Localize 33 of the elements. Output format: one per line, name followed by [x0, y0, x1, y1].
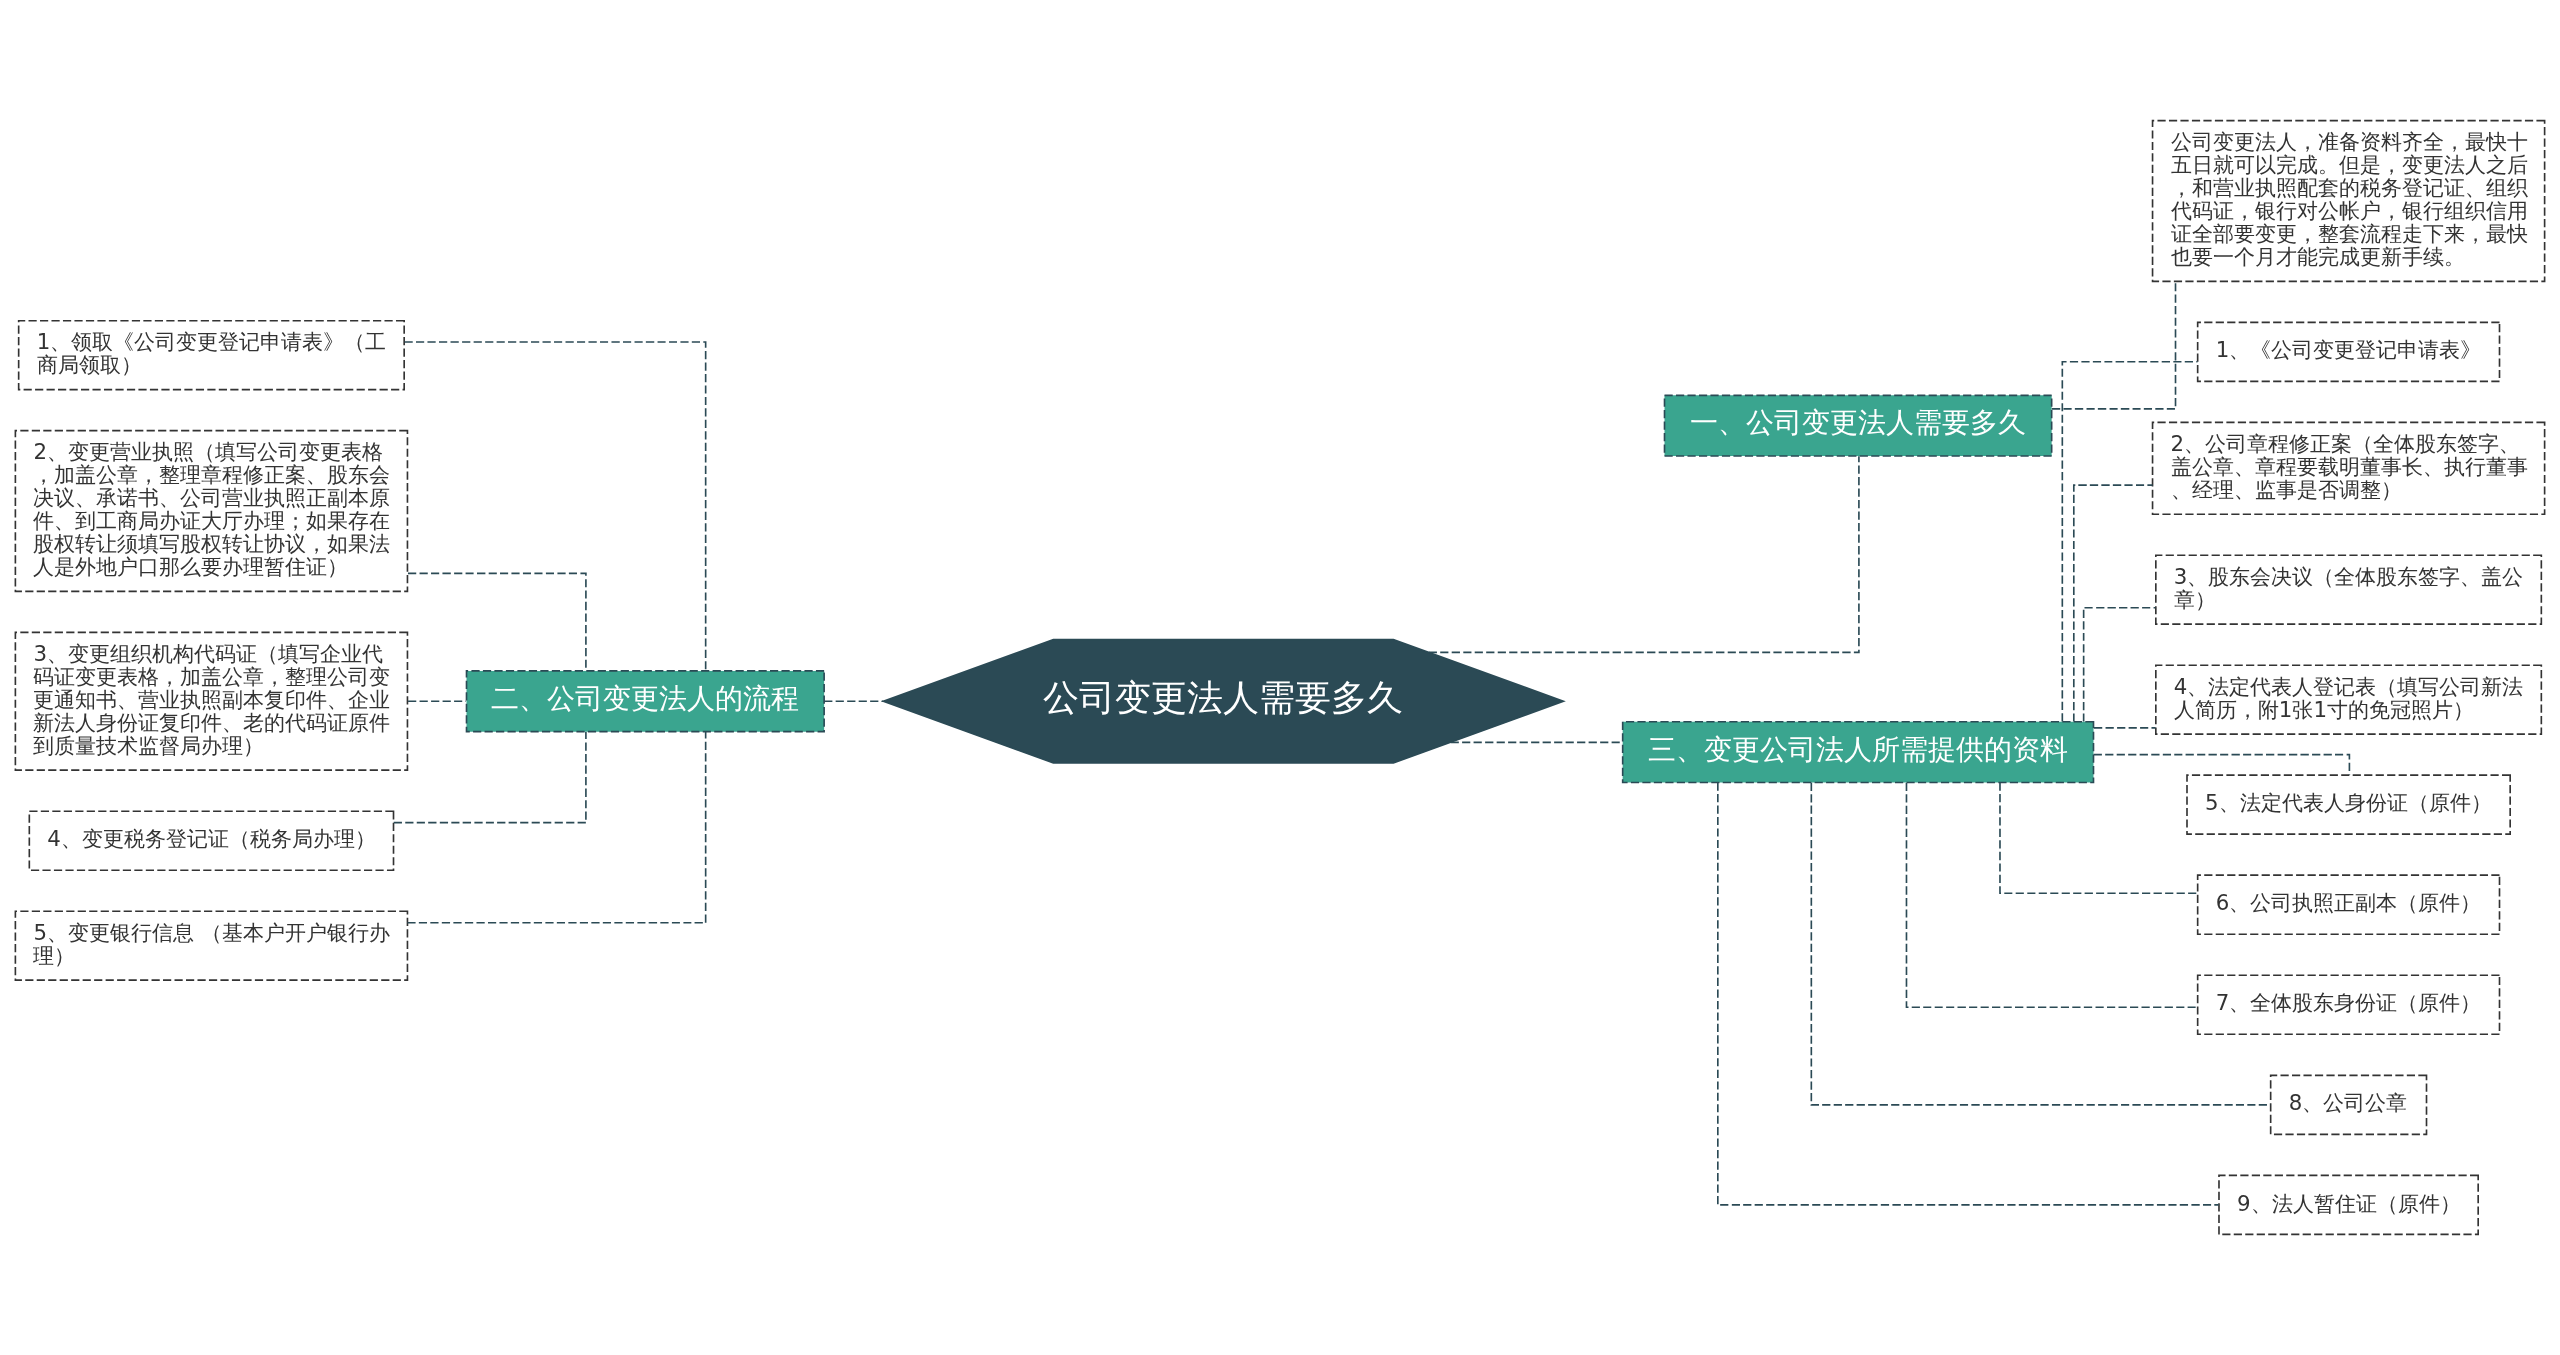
connector [406, 731, 707, 924]
connector [392, 731, 587, 824]
node-box: 4、法定代表人登记表（填写公司新法人简历，附1张1寸的免冠照片） [2155, 664, 2543, 735]
connector [1449, 741, 1623, 744]
node-box: 3、股东会决议（全体股东签字、盖公章） [2155, 554, 2543, 625]
node-box: 9、法人暂住证（原件） [2218, 1174, 2479, 1236]
node-box: 一、公司变更法人需要多久 [1663, 394, 2053, 457]
node-box: 7、全体股东身份证（原件） [2196, 974, 2501, 1036]
connector [1717, 781, 2220, 1206]
connector [2082, 606, 2157, 723]
node-box: 公司变更法人，准备资料齐全，最快十五日就可以完成。但是，变更法人之后，和营业执照配套的税务登记证、组织代码证，银行对公帐户，银行组织信用证全部要变更，整套流程走下来，最快也要一个月才能完成更新手续。 [2151, 119, 2546, 283]
node-box: 8、公司公章 [2269, 1074, 2428, 1136]
node-box: 1、领取《公司变更登记申请表》（工商局领取） [17, 319, 405, 391]
node-box: 1、《公司变更登记申请表》 [2196, 321, 2501, 383]
node-box: 三、变更公司法人所需提供的资料 [1621, 720, 2095, 784]
connector [2061, 360, 2199, 723]
node-box: 5、变更银行信息 （基本户开户银行办理） [14, 910, 409, 981]
node-box: 3、变更组织机构代码证（填写企业代码证变更表格，加盖公章，整理公司变更通知书、营业执照副本复印件、企业新法人身份证复印件、老的代码证原件到质量技术监督局办理） [14, 631, 409, 771]
node-box: 2、变更营业执照（填写公司变更表格，加盖公章，整理章程修正案、股东会决议、承诺书、公司营业执照正副本原件、到工商局办证大厅办理；如果存在股权转让须填写股权转让协议，如果法人是外地户口那么要办理暂住证） [14, 429, 409, 593]
connector [2073, 484, 2154, 723]
connector [823, 700, 885, 703]
connector [1905, 782, 2198, 1009]
node-box: 2、公司章程修正案（全体股东签字、盖公章、章程要载明董事长、执行董事、经理、监事是否调整） [2151, 421, 2546, 516]
node-box: 二、公司变更法人的流程 [465, 670, 825, 733]
connector [407, 700, 467, 703]
connector [403, 341, 707, 672]
connector [2093, 727, 2157, 729]
node-box: 4、变更税务登记证（税务局办理） [28, 810, 395, 872]
connector [1428, 455, 1860, 654]
node-box: 6、公司执照正副本（原件） [2196, 874, 2501, 936]
connector [2051, 280, 2177, 410]
connector [1999, 781, 2198, 895]
node-box: 5、法定代表人身份证（原件） [2186, 774, 2511, 835]
